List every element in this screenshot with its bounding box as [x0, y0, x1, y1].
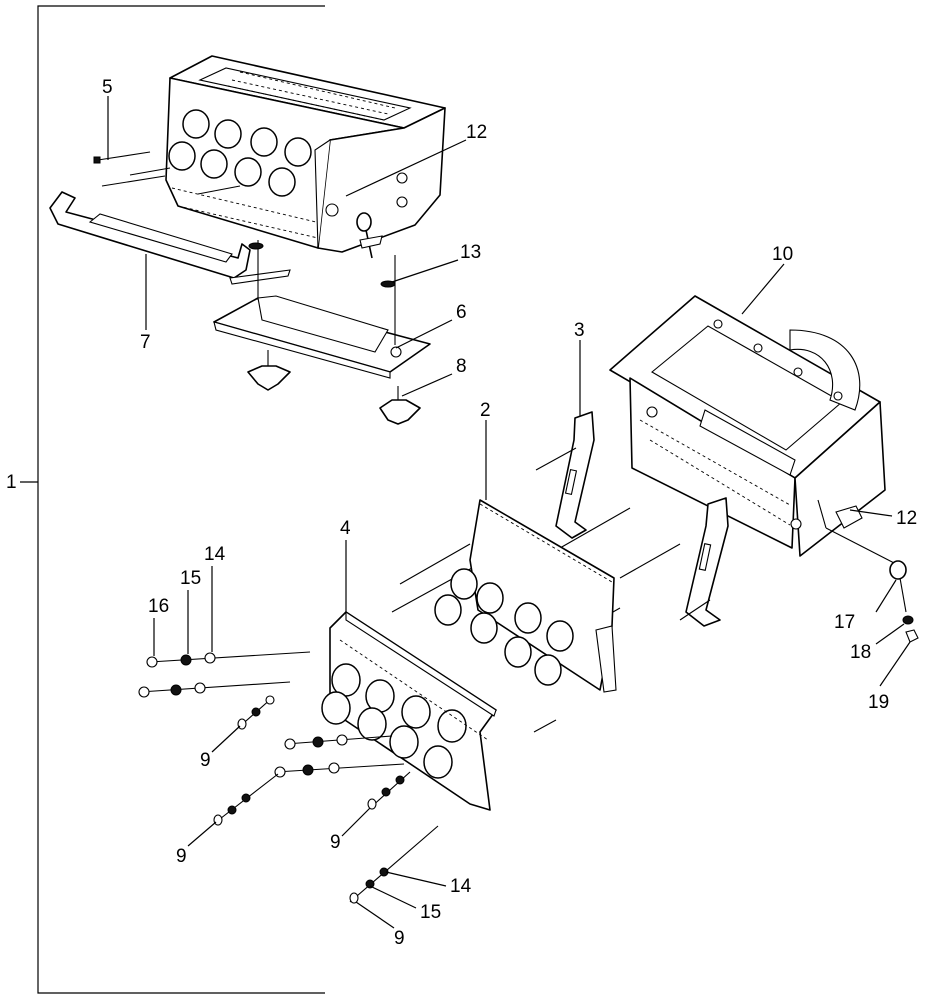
callout-12-upper: 12: [466, 122, 487, 143]
blower-housing-item-10: [609, 295, 886, 557]
plate-item-4: [321, 610, 497, 811]
nut-item-19: [905, 629, 919, 643]
washer-item-18: [902, 615, 914, 625]
screw-item-5: [93, 151, 241, 195]
callout-7: 7: [140, 332, 151, 353]
callout-2: 2: [480, 400, 491, 421]
assembly-bracket: [20, 5, 325, 994]
callout-5: 5: [102, 77, 113, 98]
callout-9-c: 9: [330, 832, 341, 853]
callout-labels: 1 5 12 13 7 6 8 3 2 10 12 4 14 15 16 9 9…: [6, 77, 917, 949]
callout-1: 1: [6, 472, 17, 493]
callout-9-d: 9: [394, 928, 405, 949]
bracket-item-3-right: [685, 497, 729, 627]
callout-12-right: 12: [896, 508, 917, 529]
callout-3: 3: [574, 320, 585, 341]
callout-19: 19: [868, 692, 889, 713]
eyebolt-item-17: [825, 527, 907, 613]
inlet-tubes: [168, 109, 312, 197]
upper-housing: [165, 55, 446, 253]
pin-item-12-right: [817, 499, 863, 529]
pin-item-12-upper: [356, 212, 383, 259]
callout-4: 4: [340, 518, 351, 539]
callout-15-lower: 15: [420, 902, 441, 923]
callout-14-lower: 14: [450, 876, 472, 897]
washer-item-13: [248, 242, 396, 288]
callout-18: 18: [850, 642, 871, 663]
screen-slots: [227, 71, 396, 121]
callout-10: 10: [772, 244, 793, 265]
callout-14-upper: 14: [204, 544, 226, 565]
callout-9-a: 9: [200, 750, 211, 771]
callout-15-upper: 15: [180, 568, 201, 589]
callout-13: 13: [460, 242, 481, 263]
bracket-item-3-left: [555, 411, 595, 539]
fastener-set-14-15-16: [138, 651, 405, 778]
leader-lines: [107, 96, 911, 929]
callout-9-b: 9: [176, 846, 187, 867]
callout-8: 8: [456, 356, 467, 377]
callout-16: 16: [148, 596, 169, 617]
knob-item-8: [247, 350, 421, 425]
manifold-item-2: [434, 499, 617, 693]
mounting-rail-item-7: [49, 191, 291, 285]
callout-17: 17: [834, 612, 855, 633]
callout-6: 6: [456, 302, 467, 323]
tray-item-6: [213, 240, 431, 379]
